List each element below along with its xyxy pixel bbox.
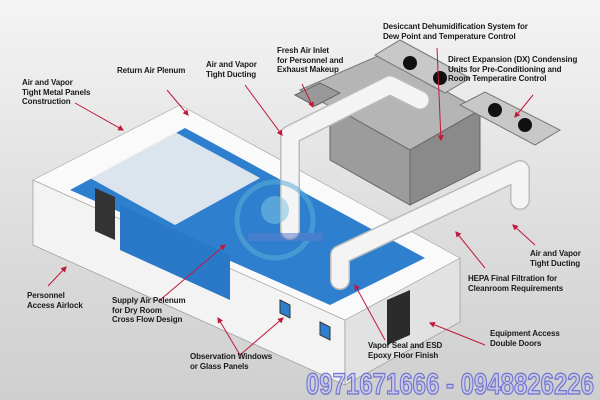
label-line: or Glass Panels [190,361,249,371]
double-doors [387,290,410,345]
arrow-supply-plenum [159,244,226,301]
label-line: Tight Ducting [206,69,257,79]
label-line: Supply Air Pelenum [112,296,186,305]
label-line: for Dry Room [112,305,162,315]
arrow-metal-panels [74,102,125,131]
label-line: Direct Expansion (DX) Condensing [448,55,578,64]
arrow-return-plenum [166,89,189,116]
label-line: Air and Vapor [530,249,581,258]
label-line: Room Temperatire Control [448,74,547,83]
label-line: Tight Ducting [530,258,581,268]
condenser-2 [458,91,562,146]
supply-plenum-panels [120,205,230,300]
arrow-double-doors [428,321,486,346]
arrow-ducting-top [244,84,283,136]
label-line: Fresh Air Inlet [277,46,329,55]
observation-window [319,321,331,341]
phone-watermark-box: 0971671666 - 0948826226 [305,367,594,398]
company-logo-watermark [234,179,323,261]
arrow-airlock [47,266,67,287]
label-line: Air and Vapor [22,78,73,87]
airlock-area [90,132,260,225]
label-line: Equipment Access [490,329,560,338]
label-line: Epoxy Floor Finish [368,350,439,360]
label-line: Tight Metal Panels [22,87,91,97]
arrow-dx-units [514,94,534,118]
arrow-floor [354,283,386,341]
observation-window [279,299,291,319]
fan-icon [403,56,417,70]
label-line: Air and Vapor [206,60,257,69]
fan-icon [488,103,502,117]
arrow-hepa [455,231,486,269]
desiccant-unit-side [409,109,481,206]
label-line: Dew Point and Temperature Control [383,31,516,41]
arrow-desiccant [436,47,444,142]
callout-arrows [47,47,536,356]
label-line: Vapor Seal and ESD [368,341,443,350]
label-line: Access Airlock [27,300,83,310]
arrow-observation-2 [239,317,284,356]
label-line: Desiccant Dehumidification System for [383,22,528,31]
label-line: Personnel [27,291,65,300]
label-line: Exhaust Makeup [277,65,339,74]
room-structure [32,104,461,386]
equipment [293,39,562,206]
label-line: Cleanroom Requirements [468,283,564,293]
label-line: Return Air Plenum [117,66,186,75]
fan-icon [433,71,447,85]
fan-icon [518,118,532,132]
label-line: Double Doors [490,338,542,348]
arrow-fresh-air [301,83,314,109]
label-line: Observation Windows [190,352,273,361]
label-line: Cross Flow Design [112,315,183,324]
arrow-ducting-right [512,224,536,246]
label-line: for Personnel and [277,55,344,65]
phone-watermark: 0971671666 - 0948826226 [306,368,594,398]
airlock-door [95,188,115,240]
arrow-observation-1 [217,316,241,356]
label-line: HEPA Final Filtration for [468,274,558,283]
label-return-plenum: Return Air Plenum [117,66,185,76]
label-line: Units for Pre-Conditioning and [448,64,562,74]
label-line: Construction [22,97,71,106]
